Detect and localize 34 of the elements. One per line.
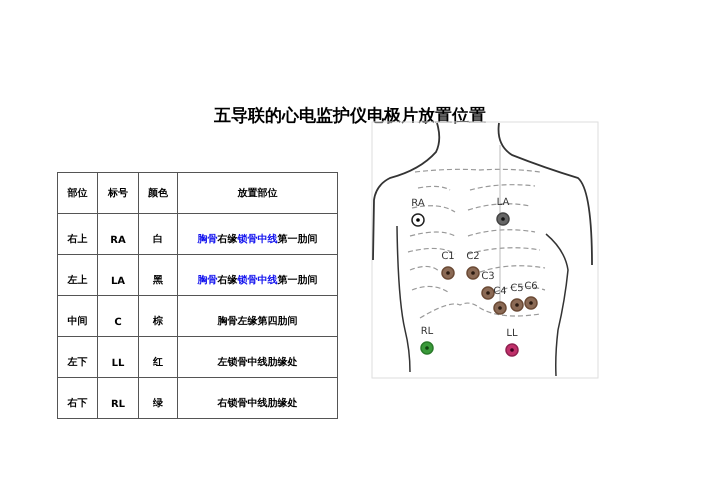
table-cell: 胸骨左缘第四肋间	[178, 296, 338, 336]
electrode-label: C4	[492, 286, 508, 297]
table-cell: 左锁骨中线肋缘处	[178, 336, 338, 378]
electrode-label: RL	[420, 326, 434, 337]
table-cell: 右下	[58, 378, 98, 418]
table-cell: 右锁骨中线肋缘处	[178, 378, 338, 418]
electrode-label: C3	[480, 271, 496, 282]
table-cell: 右上	[58, 214, 98, 254]
electrode-label: LL	[505, 328, 519, 339]
table-cell: 胸骨右缘锁骨中线第一肋间	[178, 214, 338, 254]
electrode-label: RA	[410, 198, 426, 209]
electrode-label: C2	[465, 251, 481, 262]
electrode-label: C1	[440, 251, 456, 262]
table-cell: LA	[98, 254, 138, 296]
table-cell: RL	[98, 378, 138, 418]
table-cell: C	[98, 296, 138, 336]
table-cell: 绿	[138, 378, 178, 418]
table-cell: 胸骨右缘锁骨中线第一肋间	[178, 254, 338, 296]
table-cell: 中间	[58, 296, 98, 336]
header-cell: 放置部位	[178, 172, 338, 214]
electrode-label: LA	[496, 197, 510, 208]
table-cell: 左下	[58, 336, 98, 378]
table-cell: 棕	[138, 296, 178, 336]
header-cell: 颜色	[138, 172, 178, 214]
header-cell: 标号	[98, 172, 138, 214]
table-cell: 红	[138, 336, 178, 378]
table-cell: RA	[98, 214, 138, 254]
table-cell: 黑	[138, 254, 178, 296]
header-cell: 部位	[58, 172, 98, 214]
electrode-label: C6	[523, 281, 539, 292]
table-cell: 白	[138, 214, 178, 254]
table-cell: 左上	[58, 254, 98, 296]
table-cell: LL	[98, 336, 138, 378]
electrode-label: C5	[509, 283, 525, 294]
